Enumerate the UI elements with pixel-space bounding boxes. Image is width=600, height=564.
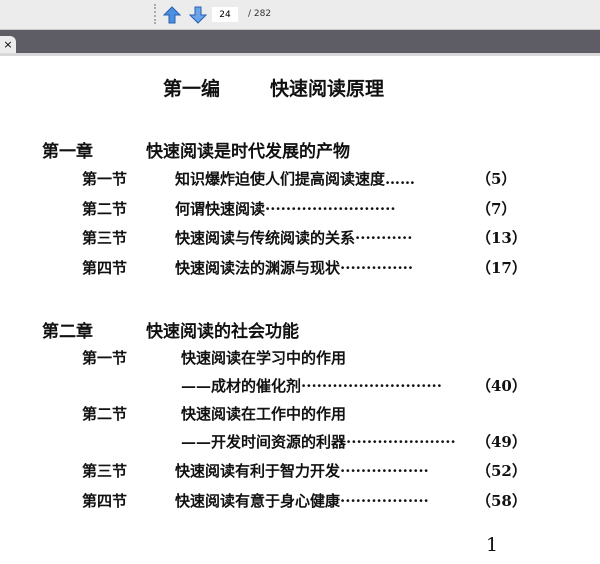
section-title: 快速阅读与传统阅读的关系···········	[175, 229, 413, 247]
next-page-icon[interactable]	[189, 6, 207, 24]
section-page: （49）	[476, 433, 527, 451]
page-number: 1	[486, 534, 499, 556]
section-page: （13）	[476, 229, 527, 247]
section-label: 第一节	[82, 349, 128, 367]
section-label: 第二节	[82, 405, 128, 423]
section-page: （40）	[476, 377, 527, 395]
section-title: 快速阅读在学习中的作用	[181, 349, 347, 367]
section-label: 第一节	[82, 170, 128, 188]
tab-bar: ×	[0, 30, 600, 56]
section-page: （52）	[476, 462, 527, 480]
section-title: 快速阅读法的渊源与现状··············	[175, 259, 414, 277]
section-page: （58）	[476, 492, 527, 510]
section-page: （7）	[476, 200, 517, 218]
previous-page-icon[interactable]	[163, 6, 181, 24]
section-label: 第二节	[82, 200, 128, 218]
section-subtitle: ——成材的催化剂···························	[181, 377, 442, 395]
section-label: 第四节	[82, 492, 128, 510]
chapter-label: 第二章	[42, 322, 93, 342]
section-title: 快速阅读有利于智力开发·················	[175, 462, 429, 480]
page-total: / 282	[248, 9, 272, 19]
section-label: 第三节	[82, 462, 128, 480]
section-page: （17）	[476, 259, 527, 277]
section-title: 何谓快速阅读·························	[175, 200, 396, 218]
part-name: 快速阅读原理	[270, 78, 385, 100]
toolbar-grip[interactable]	[154, 4, 156, 24]
section-label: 第四节	[82, 259, 128, 277]
section-title: 快速阅读在工作中的作用	[181, 405, 347, 423]
page-number-input[interactable]	[212, 7, 238, 22]
part-title: 第一编	[163, 78, 221, 100]
section-subtitle: ——开发时间资源的利器·····················	[181, 433, 456, 451]
section-page: （5）	[476, 170, 517, 188]
close-tab-button[interactable]: ×	[0, 36, 16, 53]
chapter-label: 第一章	[42, 142, 93, 162]
section-title: 快速阅读有意于身心健康·················	[175, 492, 429, 510]
chapter-title: 快速阅读是时代发展的产物	[146, 142, 350, 162]
toolbar: / 282	[0, 0, 600, 30]
section-label: 第三节	[82, 229, 128, 247]
chapter-title: 快速阅读的社会功能	[146, 322, 299, 342]
section-title: 知识爆炸迫使人们提高阅读速度……	[175, 170, 416, 188]
